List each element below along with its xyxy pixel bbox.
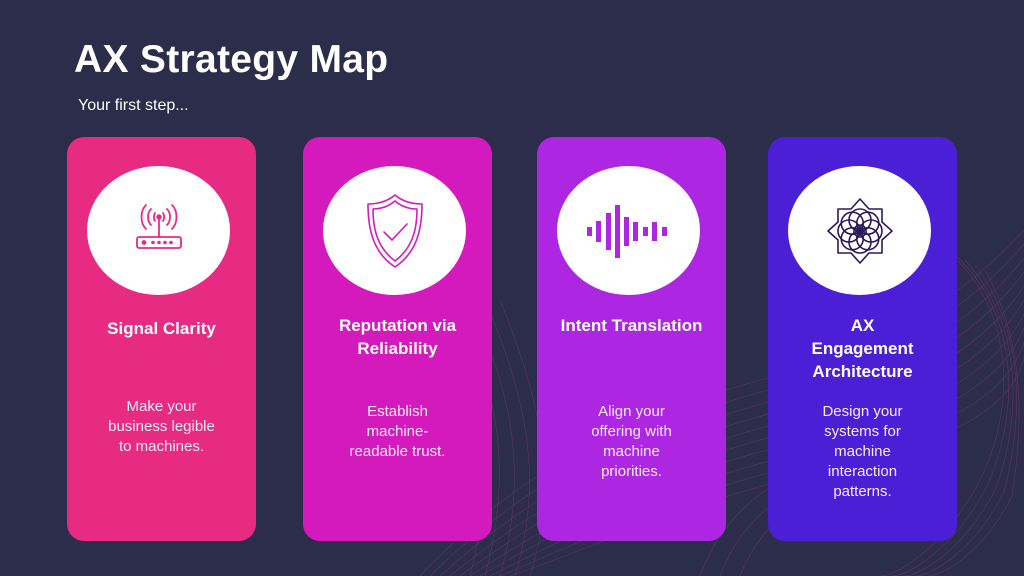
icon-circle (87, 166, 230, 295)
card-description: Make your business legible to machines. (108, 398, 215, 455)
strategy-card-reputation: Reputation via Reliability Establish mac… (303, 137, 492, 541)
card-heading: Intent Translation (560, 316, 703, 335)
router-signal-icon (135, 203, 182, 249)
icon-circle (788, 166, 931, 295)
card-description: Design your systems for machine interact… (822, 403, 903, 500)
icon-circle (557, 166, 700, 295)
strategy-card-signal-clarity: Signal Clarity Make your business legibl… (67, 137, 256, 541)
page-title: AX Strategy Map (74, 38, 389, 81)
card-heading: Signal Clarity (107, 319, 216, 338)
strategy-card-intent-translation: Intent Translation Align your offering w… (537, 137, 726, 541)
strategy-card-engagement-architecture: AX Engagement Architecture Design your s… (768, 137, 957, 541)
icon-circle (323, 166, 466, 295)
sound-wave-icon (586, 204, 667, 258)
page-subtitle: Your first step... (78, 97, 189, 114)
mandala-flower-icon (826, 197, 893, 264)
card-heading: Reputation via Reliability (338, 316, 457, 358)
card-description: Establish machine-readable trust. (349, 403, 446, 460)
shield-check-icon (366, 193, 423, 268)
card-description: Align your offering with machine priorit… (591, 403, 672, 480)
card-heading: AX Engagement Architecture (811, 316, 914, 381)
